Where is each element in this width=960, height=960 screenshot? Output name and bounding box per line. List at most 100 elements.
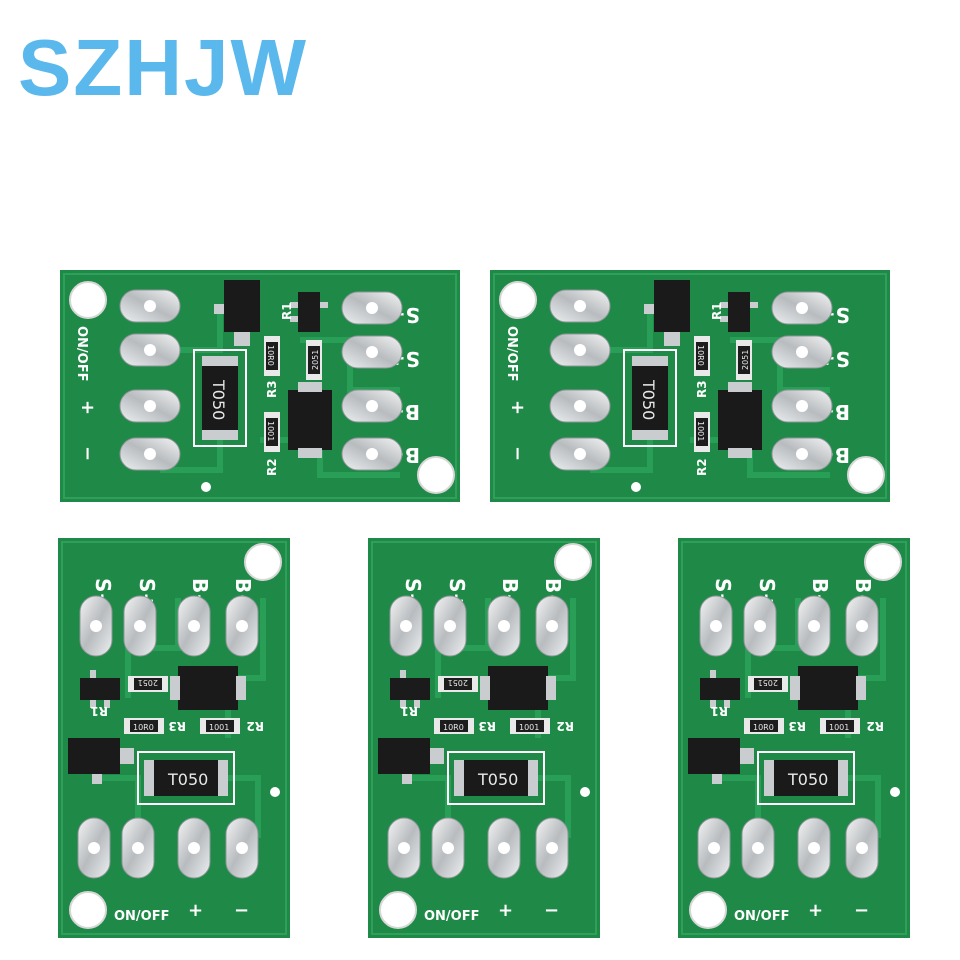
svg-text:R2: R2 <box>866 719 884 733</box>
mounting-hole <box>69 281 107 319</box>
solder-pads-bottom <box>697 817 879 879</box>
via-hole <box>631 482 641 492</box>
svg-text:T050: T050 <box>167 770 208 789</box>
pcb-board: S− S+ B− B+ R1 2051 R3 R2 <box>368 538 600 938</box>
pcb-board: S− S+ B− B+ R1 2051 R3 R2 <box>490 270 890 502</box>
svg-text:R1: R1 <box>400 704 418 718</box>
solder-pads-top <box>699 595 879 657</box>
mounting-hole <box>689 891 727 929</box>
mounting-hole <box>379 891 417 929</box>
svg-text:R1: R1 <box>90 704 108 718</box>
diode <box>488 666 548 710</box>
t050-chip <box>632 356 668 440</box>
svg-text:ON/OFF: ON/OFF <box>504 326 519 382</box>
transistor-q1 <box>390 678 430 700</box>
svg-text:10R0: 10R0 <box>696 345 705 366</box>
diode <box>288 390 332 450</box>
solder-pads-bottom <box>387 817 569 879</box>
mounting-hole <box>244 543 282 581</box>
svg-text:−: − <box>854 900 869 921</box>
board-bottom-left: S− S+ B− B+ R1 2051 R3 R2 <box>58 538 290 938</box>
solder-pads-top <box>341 291 403 471</box>
solder-pads-bottom <box>119 289 181 471</box>
svg-text:T050: T050 <box>639 379 658 420</box>
board-top-left: S− S+ B− B+ R1 2051 R3 R2 <box>60 270 460 502</box>
transistor-q1 <box>728 292 750 332</box>
svg-text:10R0: 10R0 <box>133 723 154 732</box>
mounting-hole <box>847 456 885 494</box>
t050-chip <box>454 760 538 796</box>
svg-text:+: + <box>188 900 203 921</box>
mosfet <box>224 280 260 332</box>
mosfet <box>378 738 430 774</box>
svg-text:2051: 2051 <box>448 678 468 687</box>
solder-pads-top <box>771 291 833 471</box>
solder-pads-bottom <box>549 289 611 471</box>
svg-text:2051: 2051 <box>741 350 750 370</box>
pcb-board: S− S+ B− B+ R1 2051 R3 R2 <box>678 538 910 938</box>
solder-pads-top <box>79 595 259 657</box>
svg-text:1001: 1001 <box>696 421 705 441</box>
svg-text:ON/OFF: ON/OFF <box>114 909 170 924</box>
svg-text:R2: R2 <box>265 458 279 476</box>
mosfet <box>688 738 740 774</box>
svg-text:R3: R3 <box>478 719 496 733</box>
svg-text:T050: T050 <box>209 379 228 420</box>
solder-pads-top <box>389 595 569 657</box>
via-hole <box>201 482 211 492</box>
svg-text:1001: 1001 <box>209 723 229 732</box>
t050-chip <box>764 760 848 796</box>
mosfet <box>68 738 120 774</box>
svg-text:2051: 2051 <box>138 678 158 687</box>
svg-text:10R0: 10R0 <box>443 723 464 732</box>
svg-text:T050: T050 <box>477 770 518 789</box>
transistor-q1 <box>298 292 320 332</box>
diode <box>718 390 762 450</box>
svg-text:−: − <box>544 900 559 921</box>
svg-text:R3: R3 <box>695 380 709 398</box>
svg-text:R3: R3 <box>168 719 186 733</box>
t050-chip <box>202 356 238 440</box>
mounting-hole <box>417 456 455 494</box>
diode <box>178 666 238 710</box>
board-bottom-right: S− S+ B− B+ R1 2051 R3 R2 <box>678 538 910 938</box>
board-bottom-center: S− S+ B− B+ R1 2051 R3 R2 <box>368 538 600 938</box>
svg-text:+: + <box>77 400 98 415</box>
pcb-board: S− S+ B− B+ R1 2051 R3 R2 <box>58 538 290 938</box>
svg-text:R2: R2 <box>695 458 709 476</box>
svg-text:R3: R3 <box>788 719 806 733</box>
svg-text:1001: 1001 <box>266 421 275 441</box>
mounting-hole <box>864 543 902 581</box>
t050-chip <box>144 760 228 796</box>
svg-text:R1: R1 <box>710 302 724 320</box>
mounting-hole <box>499 281 537 319</box>
brand-logo: SZHJW <box>18 23 308 112</box>
diode <box>798 666 858 710</box>
svg-text:R1: R1 <box>280 302 294 320</box>
svg-text:ON/OFF: ON/OFF <box>424 909 480 924</box>
svg-text:2051: 2051 <box>311 350 320 370</box>
svg-text:+: + <box>498 900 513 921</box>
transistor-q1 <box>700 678 740 700</box>
svg-text:R3: R3 <box>265 380 279 398</box>
svg-text:−: − <box>77 446 98 461</box>
svg-text:ON/OFF: ON/OFF <box>734 909 790 924</box>
svg-text:10R0: 10R0 <box>753 723 774 732</box>
svg-text:10R0: 10R0 <box>266 345 275 366</box>
svg-text:−: − <box>507 446 528 461</box>
svg-text:T050: T050 <box>787 770 828 789</box>
svg-text:2051: 2051 <box>758 678 778 687</box>
transistor-q1 <box>80 678 120 700</box>
svg-text:R1: R1 <box>710 704 728 718</box>
board-top-right: S− S+ B− B+ R1 2051 R3 R2 <box>490 270 890 502</box>
via-hole <box>580 787 590 797</box>
svg-text:R2: R2 <box>246 719 264 733</box>
mounting-hole <box>554 543 592 581</box>
via-hole <box>270 787 280 797</box>
svg-text:ON/OFF: ON/OFF <box>74 326 89 382</box>
pcb-board: S− S+ B− B+ R1 2051 R3 R2 <box>60 270 460 502</box>
mounting-hole <box>69 891 107 929</box>
solder-pads-bottom <box>77 817 259 879</box>
svg-text:1001: 1001 <box>519 723 539 732</box>
svg-text:−: − <box>234 900 249 921</box>
